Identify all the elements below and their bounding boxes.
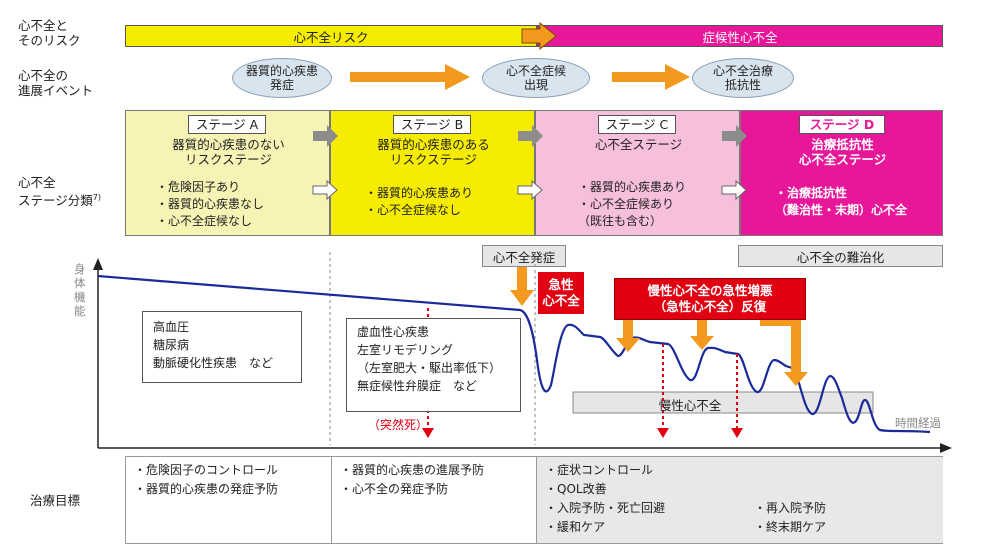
sudden-death-arrow-2-icon — [657, 428, 669, 438]
stage-d-box: ステージ D 治療抵抗性 心不全ステージ ・治療抵抗性 （難治性・末期）心不全 — [740, 110, 943, 236]
stage-arrow-bc-icon — [518, 125, 543, 147]
goals-row-label: 治療目標 — [30, 493, 81, 508]
exacerbation-arrow-2-icon — [690, 320, 714, 350]
stage-b-title: ステージ B — [393, 115, 471, 134]
stage-b-desc: 器質的心疾患のある リスクステージ — [377, 137, 490, 167]
stage-d-title: ステージ D — [799, 115, 885, 134]
event-arrow-2-icon — [612, 64, 690, 90]
exacerbation-tag: 慢性心不全の急性増悪 （急性心不全）反復 — [614, 278, 806, 320]
sudden-death-arrowheads — [422, 428, 743, 438]
acute-hf-tag: 急性 心不全 — [538, 272, 584, 314]
event-treatment-resistance: 心不全治療 抵抗性 — [692, 58, 794, 98]
stage-a-items: ・危険因子あり ・器質的心疾患なし ・心不全症候なし — [156, 180, 265, 228]
event-arrow-1-icon — [350, 64, 470, 90]
stage-c-title: ステージ C — [598, 115, 676, 134]
stage-a-box: ステージ A 器質的心疾患のない リスクステージ ・危険因子あり ・器質的心疾患… — [125, 110, 330, 236]
stage-arrows — [312, 125, 747, 201]
onset-tag: 心不全発症 — [482, 245, 566, 267]
chronic-hf-bar — [572, 391, 874, 414]
stage-white-arrow-cd-icon — [721, 179, 747, 201]
risk-row-label: 心不全と そのリスク — [18, 18, 81, 48]
goals-stage-cd: ・症状コントロール ・QOL改善 ・入院予防・死亡回避 ・緩和ケア — [536, 457, 943, 543]
sudden-death-label: （突然死） — [368, 418, 429, 432]
stages-row-label-sup: 7) — [92, 193, 101, 202]
stage-b-items: ・器質的心疾患あり ・心不全症候なし — [365, 186, 474, 217]
stage-c-box: ステージ C 心不全ステージ ・器質的心疾患あり ・心不全症候あり （既往も含む… — [535, 110, 740, 236]
sudden-death-arrow-3-icon — [731, 428, 743, 438]
chronic-hf-label: 慢性心不全 — [658, 398, 722, 413]
exacerbation-arrow-1-icon — [616, 320, 640, 352]
risk-transition-arrow-icon — [521, 22, 557, 50]
goals-panel: ・危険因子のコントロール ・器質的心疾患の発症予防 ・器質的心疾患の進展予防 ・… — [125, 456, 943, 544]
refractory-tag: 心不全の難治化 — [738, 245, 943, 267]
stage-arrow-ab-icon — [313, 125, 338, 147]
y-axis-label: 身体機能 — [74, 262, 86, 318]
y-axis-arrow-icon — [93, 258, 103, 270]
event-symptom-onset: 心不全症候 出現 — [482, 58, 590, 98]
stage-c-desc: 心不全ステージ — [594, 137, 683, 152]
stage-white-arrow-ab-icon — [312, 179, 338, 201]
x-axis-label: 時間経過 — [895, 416, 941, 430]
stage-a-title: ステージ A — [188, 115, 266, 134]
x-axis-arrow-icon — [940, 443, 952, 453]
risk-factors-box-a: 高血圧 糖尿病 動脈硬化性疾患 など — [142, 311, 302, 383]
stage-gray-arrows — [313, 125, 747, 147]
body-function-curve — [97, 274, 931, 434]
exacerbation-arrow-3-icon — [784, 320, 808, 386]
stages-row-label-text: 心不全 ステージ分類 — [18, 175, 93, 209]
sudden-death-arrow-1-icon — [422, 428, 434, 438]
event-structural-disease-onset: 器質的心疾患 発症 — [232, 58, 332, 98]
stage-white-arrows — [312, 179, 747, 201]
stage-d-desc: 治療抵抗性 心不全ステージ — [798, 137, 887, 167]
onset-down-arrow-icon — [510, 267, 534, 306]
goals-stage-cd-extra: ・再入院予防 ・終末期ケア — [754, 501, 827, 534]
symptomatic-heart-failure-bar: 症候性心不全 — [537, 25, 943, 47]
event-arrows — [350, 64, 690, 90]
stage-a-desc: 器質的心疾患のない リスクステージ — [172, 137, 285, 167]
stage-b-box: ステージ B 器質的心疾患のある リスクステージ ・器質的心疾患あり ・心不全症… — [330, 110, 535, 236]
heart-failure-risk-bar: 心不全リスク — [125, 25, 537, 47]
stage-white-arrow-bc-icon — [517, 179, 543, 201]
events-row-label: 心不全の 進展イベント — [18, 68, 94, 98]
stage-arrow-cd-icon — [722, 125, 747, 147]
goals-stage-b: ・器質的心疾患の進展予防 ・心不全の発症予防 — [331, 457, 536, 543]
risk-factors-box-b: 虚血性心疾患 左室リモデリング （左室肥大・駆出率低下） 無症候性弁膜症 など — [346, 318, 521, 412]
stage-d-items: ・治療抵抗性 （難治性・末期）心不全 — [775, 186, 908, 217]
stages-row-label: 心不全 ステージ分類7) — [18, 160, 101, 208]
goals-stage-a: ・危険因子のコントロール ・器質的心疾患の発症予防 — [134, 463, 279, 496]
orange-down-arrows — [510, 267, 808, 386]
stage-c-items: ・器質的心疾患あり ・心不全症候あり （既往も含む） — [578, 180, 687, 228]
